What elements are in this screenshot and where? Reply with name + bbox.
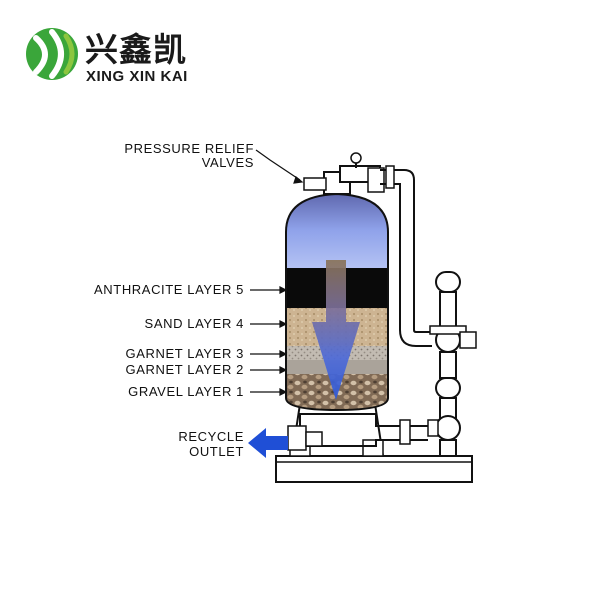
water-zone: [286, 194, 388, 270]
brand-name-en: XING XIN KAI: [86, 68, 188, 85]
base-plate: [275, 455, 473, 483]
flow-arrow: [312, 260, 360, 400]
label-sand: SAND LAYER 4: [144, 316, 244, 331]
label-garnet-3: GARNET LAYER 3: [125, 346, 244, 361]
label-recycle-line1: RECYCLE: [178, 429, 244, 444]
label-anthracite: ANTHRACITE LAYER 5: [94, 282, 244, 297]
label-recycle-line2: OUTLET: [189, 444, 244, 459]
label-gravel: GRAVEL LAYER 1: [128, 384, 244, 399]
label-pressure-relief-line2: VALVES: [201, 155, 254, 170]
valve-assembly: [427, 271, 477, 457]
label-garnet-2: GARNET LAYER 2: [125, 362, 244, 377]
label-pressure-relief-line1: PRESSURE RELIEF: [124, 141, 254, 156]
recycle-outlet-arrow-icon: [248, 428, 288, 458]
brand-name-cn: 兴鑫凯: [85, 30, 187, 69]
logo-icon: [26, 28, 78, 80]
pressure-relief-valve-icon: [303, 177, 327, 191]
